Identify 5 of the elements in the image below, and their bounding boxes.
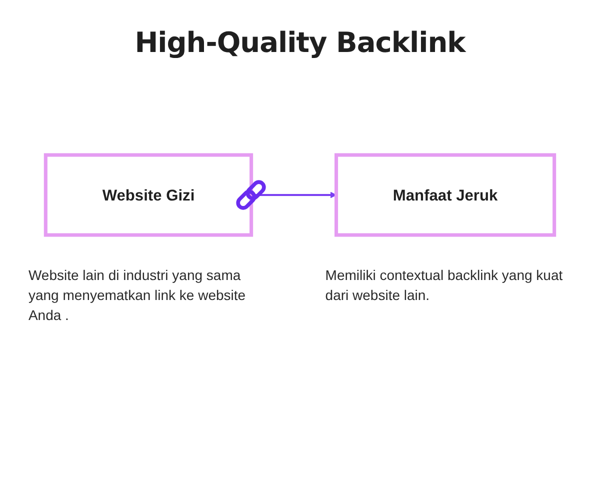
node-box: Manfaat Jeruk (334, 153, 556, 237)
node-caption: Memiliki contextual backlink yang kuat dari website lain. (325, 266, 564, 305)
title: High-Quality Backlink (134, 26, 466, 59)
node-box: Website Gizi (44, 153, 254, 237)
node-caption: Website lain di industri yang sama yang menyematkan link ke website Anda . (28, 266, 247, 325)
